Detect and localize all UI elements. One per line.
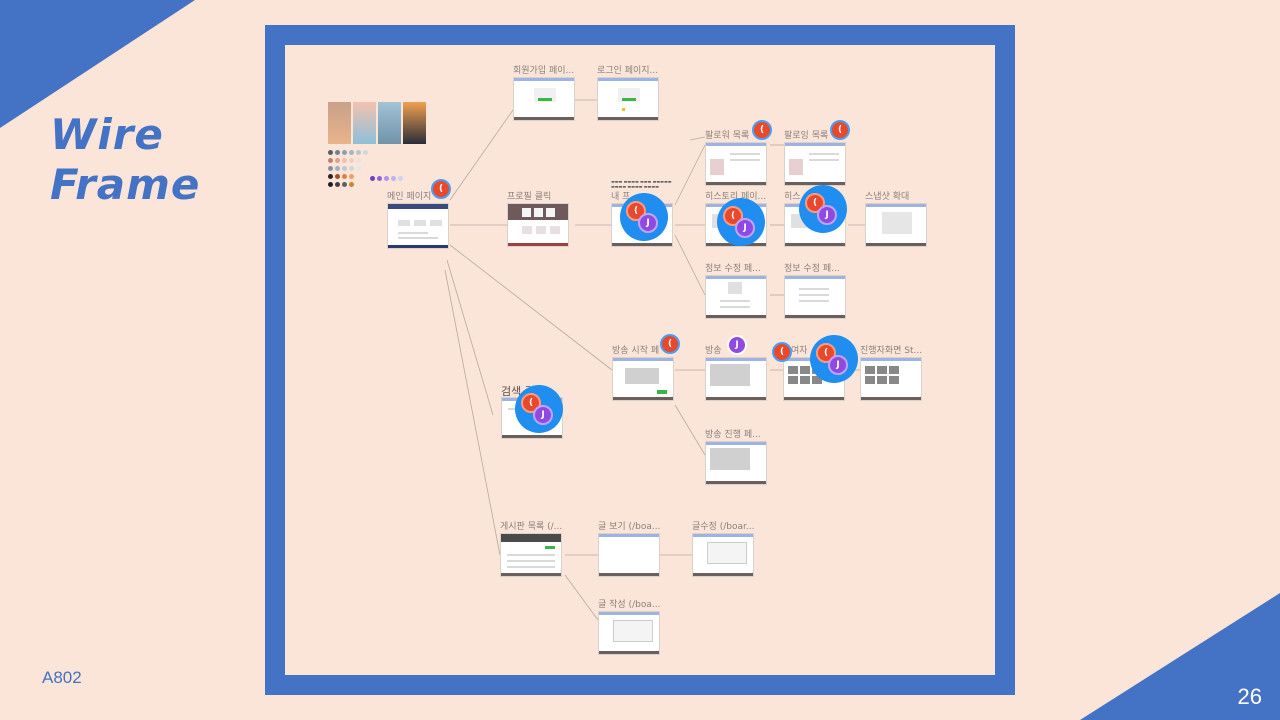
node-label: 스냅샷 확대	[865, 192, 910, 202]
node-label: 여자	[791, 346, 808, 356]
collaborator-avatar-c[interactable]: (	[431, 179, 451, 199]
collaborators-bubble[interactable]: (J	[620, 193, 668, 241]
node-label: 정보 수정 페...	[705, 264, 761, 274]
node-label: 방송 시작 페	[612, 346, 660, 356]
node-label: 프로필 클릭	[507, 192, 552, 202]
node-label: 팔로워 목록	[705, 131, 750, 141]
node-label: 글 보기 (/boa...	[598, 522, 661, 532]
slide-title: Wire Frame	[50, 110, 200, 210]
title-line-2: Frame	[50, 160, 201, 209]
node-label: 팔로잉 목록	[784, 131, 829, 141]
node-label: 메인 페이지	[387, 192, 432, 202]
node-label: 방송	[705, 346, 722, 356]
corner-decoration-bottom-right	[1080, 593, 1280, 720]
collaborator-avatar-j[interactable]: J	[727, 335, 747, 355]
team-code: A802	[42, 668, 82, 687]
collaborator-avatar-c[interactable]: (	[660, 334, 680, 354]
collaborator-avatar-c[interactable]: (	[772, 342, 792, 362]
node-label: 방송 진행 페...	[705, 430, 761, 440]
collaborators-bubble[interactable]: (J	[799, 185, 847, 233]
collaborators-bubble[interactable]: (J	[717, 198, 765, 246]
corner-decoration-top-left	[0, 0, 195, 128]
node-label: 회원가입 페이...	[513, 66, 575, 76]
annotation-note: ▬▬▬ ▬▬▬▬ ▬▬▬ ▬▬▬▬▬▬▬▬▬ ▬▬▬▬ ▬▬▬▬	[611, 179, 672, 189]
page-number: 26	[1237, 684, 1262, 709]
flow-connectors	[444, 99, 865, 621]
collaborator-avatar-c[interactable]: (	[752, 120, 772, 140]
title-line-1: Wire	[50, 110, 164, 159]
collaborator-avatar-c[interactable]: (	[830, 120, 850, 140]
footer-rule	[1178, 679, 1280, 680]
collaborators-bubble[interactable]: (J	[515, 385, 563, 433]
node-label: 글 작성 (/boa...	[598, 600, 661, 610]
node-label: 게시판 목록 (/...	[500, 522, 563, 532]
node-label: 내 프	[611, 192, 631, 202]
node-label: 진행자화면 St...	[860, 346, 923, 356]
node-label: 로그인 페이지...	[597, 66, 659, 76]
collaborators-bubble[interactable]: (J	[810, 335, 858, 383]
node-label: 히스토리 페이...	[705, 192, 767, 202]
node-label: 정보 수정 페...	[784, 264, 840, 274]
node-label: 히스	[784, 192, 801, 202]
node-label: 글수정 (/boar...	[692, 522, 755, 532]
wireframe-canvas: 메인 페이지 ( 회원가입 페이... 로그인 페이지...	[285, 45, 995, 675]
